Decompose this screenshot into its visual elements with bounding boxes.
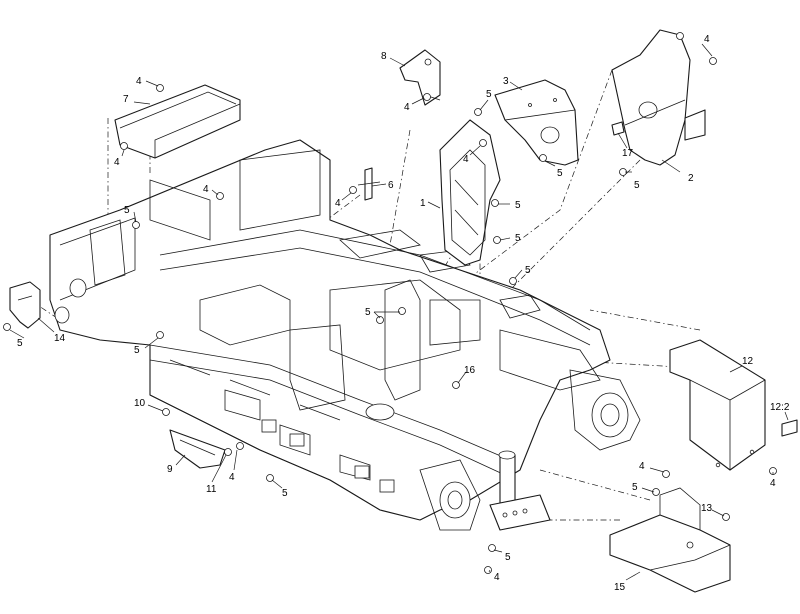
callout-4: 4 bbox=[136, 76, 142, 87]
tray-part-15 bbox=[609, 487, 731, 593]
callout-12-2: 12:2 bbox=[770, 402, 790, 413]
callout-5: 5 bbox=[557, 168, 563, 179]
callout-5: 5 bbox=[632, 482, 638, 493]
callout-5: 5 bbox=[505, 552, 511, 563]
callout-4: 4 bbox=[404, 102, 410, 113]
callout-3: 3 bbox=[503, 76, 509, 87]
rod-part-6 bbox=[357, 167, 381, 201]
callout-12: 12 bbox=[742, 356, 754, 367]
callout-8: 8 bbox=[381, 51, 387, 62]
callout-4: 4 bbox=[335, 198, 341, 209]
callout-9: 9 bbox=[167, 464, 173, 475]
clip-part-17 bbox=[611, 121, 625, 136]
rear-plate-part-2 bbox=[611, 29, 706, 166]
cover-box-part-12 bbox=[669, 339, 766, 471]
callout-5: 5 bbox=[515, 233, 521, 244]
callout-11: 11 bbox=[206, 484, 217, 495]
pivot-post bbox=[489, 450, 551, 531]
callout-7: 7 bbox=[123, 94, 129, 105]
leader-lines bbox=[9, 43, 789, 581]
callout-14: 14 bbox=[54, 333, 66, 344]
callout-5: 5 bbox=[365, 307, 371, 318]
callout-4: 4 bbox=[463, 154, 469, 165]
callout-5: 5 bbox=[282, 488, 288, 499]
bracket-part-8 bbox=[399, 49, 441, 106]
callout-5: 5 bbox=[134, 345, 140, 356]
callout-4: 4 bbox=[639, 461, 645, 472]
tower-part-1 bbox=[439, 119, 501, 266]
callout-1: 1 bbox=[420, 198, 426, 209]
callout-5: 5 bbox=[515, 200, 521, 211]
fasteners bbox=[3, 32, 777, 574]
callout-13: 13 bbox=[701, 503, 713, 514]
callout-4: 4 bbox=[704, 34, 710, 45]
callout-4: 4 bbox=[203, 184, 209, 195]
bracket-part-14 bbox=[9, 281, 41, 329]
callout-2: 2 bbox=[688, 173, 694, 184]
callout-4: 4 bbox=[114, 157, 120, 168]
decal-part-12-2 bbox=[781, 419, 798, 437]
callout-15: 15 bbox=[614, 582, 626, 593]
callout-10: 10 bbox=[134, 398, 146, 409]
callout-5: 5 bbox=[17, 338, 23, 349]
callout-16: 16 bbox=[464, 365, 476, 376]
callout-6: 6 bbox=[388, 180, 394, 191]
callout-4: 4 bbox=[494, 572, 500, 583]
callout-17: 17 bbox=[622, 148, 634, 159]
callout-5: 5 bbox=[634, 180, 640, 191]
side-panel-part-3 bbox=[494, 79, 579, 166]
callout-5: 5 bbox=[124, 205, 130, 216]
main-frame bbox=[49, 139, 641, 531]
callout-4: 4 bbox=[229, 472, 235, 483]
top-cover-part-7 bbox=[114, 84, 241, 159]
callout-5: 5 bbox=[486, 89, 492, 100]
callout-5: 5 bbox=[525, 265, 531, 276]
plate-part-9 bbox=[169, 429, 226, 469]
callout-4: 4 bbox=[770, 478, 776, 489]
callout-labels: 1 2 3 4 4 4 4 4 4 4 4 4 4 4 5 5 5 5 5 5 … bbox=[17, 34, 790, 593]
